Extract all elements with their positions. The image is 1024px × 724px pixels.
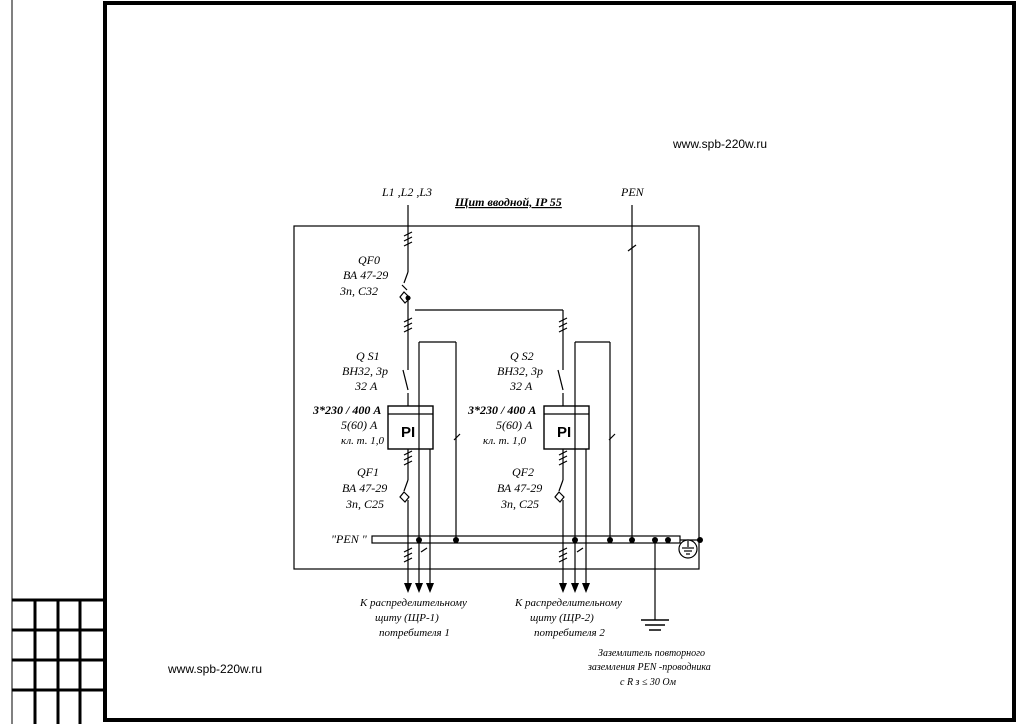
qf0-rating: 3п, С32 bbox=[339, 284, 378, 298]
qf2-name: QF2 bbox=[512, 465, 534, 479]
meter1-spec3: кл. т. 1,0 bbox=[341, 435, 384, 447]
pen-bus-label: "PEN " bbox=[331, 532, 368, 546]
qs1-name: Q S1 bbox=[356, 349, 380, 363]
meter2-spec3: кл. т. 1,0 bbox=[483, 435, 526, 447]
panel-title: Щит вводной, IP 55 bbox=[454, 195, 562, 209]
qf0-model: ВА 47-29 bbox=[343, 268, 388, 282]
qs2-model: ВН32, 3р bbox=[497, 364, 543, 378]
meter1-label: PI bbox=[401, 424, 415, 441]
dest1-line1: К распределительному bbox=[359, 597, 467, 609]
dest2-line2: щиту (ЩР-2) bbox=[530, 612, 594, 624]
sheet-frame bbox=[11, 0, 1016, 724]
ground-note-line2: заземления PEN -проводника bbox=[587, 662, 711, 673]
qf1-name: QF1 bbox=[357, 465, 379, 479]
qf1-model: ВА 47-29 bbox=[342, 481, 387, 495]
dest2-line3: потребителя 2 bbox=[534, 627, 605, 639]
ground-note-line1: Заземлитель повторного bbox=[598, 648, 705, 659]
qs2-rating: 32 А bbox=[509, 379, 533, 393]
qf2-model: ВА 47-29 bbox=[497, 481, 542, 495]
qs1-model: ВН32, 3р bbox=[342, 364, 388, 378]
dest2-line1: К распределительному bbox=[514, 597, 622, 609]
phases-label: L1 ,L2 ,L3 bbox=[381, 185, 432, 199]
junction-dots bbox=[405, 295, 703, 543]
qs1-rating: 32 А bbox=[354, 379, 378, 393]
meter1-spec2: 5(60) А bbox=[341, 418, 378, 432]
output-arrows bbox=[404, 583, 590, 593]
title-block-grid bbox=[12, 598, 105, 724]
dest1-line2: щиту (ЩР-1) bbox=[375, 612, 439, 624]
meter1-spec1: 3*230 / 400 А bbox=[312, 403, 381, 417]
watermark-bottom: www.spb-220w.ru bbox=[167, 662, 262, 676]
wiring bbox=[371, 205, 700, 631]
meter2-spec1: 3*230 / 400 А bbox=[467, 403, 536, 417]
panel-enclosure bbox=[293, 225, 700, 570]
meter2-label: PI bbox=[557, 424, 571, 441]
qs2-name: Q S2 bbox=[510, 349, 534, 363]
qf2-rating: 3п, С25 bbox=[500, 497, 539, 511]
ground-note-line3: с R з ≤ 30 Ом bbox=[620, 677, 677, 688]
meter2-spec2: 5(60) А bbox=[496, 418, 533, 432]
qf1-rating: 3п, С25 bbox=[345, 497, 384, 511]
pen-input-label: PEN bbox=[620, 185, 645, 199]
watermark-top: www.spb-220w.ru bbox=[672, 137, 767, 151]
dest1-line3: потребителя 1 bbox=[379, 627, 450, 639]
qf0-name: QF0 bbox=[358, 253, 380, 267]
